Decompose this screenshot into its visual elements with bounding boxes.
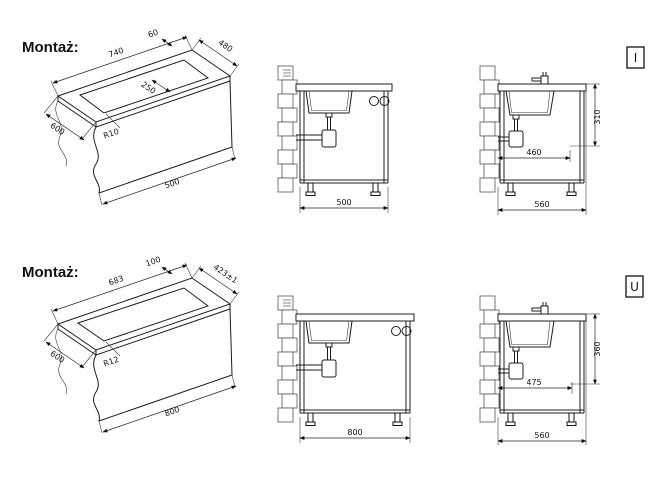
cabinet bbox=[299, 91, 389, 184]
dim-cabinet-width: 800 bbox=[347, 428, 362, 437]
wall-anchor-mark bbox=[283, 299, 291, 307]
side-section-view: 360 475 560 bbox=[479, 295, 602, 445]
countertop bbox=[295, 83, 393, 92]
dim-total-width: 560 bbox=[534, 431, 549, 440]
dim-left: 600 bbox=[49, 349, 67, 365]
montaz-label: Montaż: bbox=[22, 264, 79, 281]
dim-inner: 460 bbox=[526, 148, 541, 157]
wall-hatch bbox=[277, 295, 298, 423]
cabinet bbox=[499, 321, 585, 414]
dim-inner: 475 bbox=[526, 378, 541, 387]
type-letter-box: U bbox=[625, 275, 644, 298]
drain bbox=[325, 112, 333, 118]
sink-basin bbox=[505, 320, 555, 348]
dim-left: 600 bbox=[49, 121, 67, 137]
dim-depth: 360 bbox=[593, 341, 602, 356]
dim-width-edge: 423±1 bbox=[212, 263, 239, 286]
cabinet-leg bbox=[392, 412, 403, 426]
dim-rim: 100 bbox=[144, 255, 161, 268]
cabinet-leg bbox=[566, 182, 577, 196]
type-letter: I bbox=[634, 51, 638, 65]
cabinet bbox=[299, 321, 411, 414]
row-type-u: Montaż: U 683 100 423±1 R bbox=[22, 255, 644, 445]
siphon-trap bbox=[321, 359, 337, 378]
wall-hatch bbox=[479, 295, 500, 423]
front-section-view: 800 bbox=[277, 295, 415, 443]
cabinet-leg bbox=[370, 182, 381, 196]
cabinet bbox=[499, 91, 585, 184]
wall-anchor-mark bbox=[283, 69, 291, 77]
side-section-view: 310 460 560 bbox=[479, 65, 602, 215]
iso-drawing: 683 100 423±1 R12 600 800 bbox=[43, 255, 240, 434]
dim-back-edge: 740 bbox=[107, 46, 124, 59]
faucet bbox=[531, 72, 549, 85]
tap-hole bbox=[369, 96, 379, 106]
drain bbox=[512, 114, 520, 120]
faucet bbox=[531, 302, 549, 315]
drain bbox=[325, 342, 333, 348]
dim-width-edge: 480 bbox=[217, 38, 235, 54]
dim-bottom: 500 bbox=[163, 177, 180, 190]
countertop bbox=[497, 83, 587, 92]
type-letter-box: I bbox=[626, 46, 645, 69]
tap-hole bbox=[391, 326, 401, 336]
dim-back-edge: 683 bbox=[107, 274, 124, 287]
siphon-trap bbox=[321, 129, 337, 148]
cabinet-leg bbox=[505, 412, 516, 426]
countertop bbox=[295, 313, 415, 322]
drain bbox=[512, 346, 520, 352]
dim-depth: 310 bbox=[593, 109, 602, 124]
montaz-label: Montaż: bbox=[22, 39, 79, 56]
dim-rim: 60 bbox=[147, 28, 160, 40]
dim-bottom: 800 bbox=[163, 405, 180, 418]
cabinet-leg bbox=[566, 412, 577, 426]
siphon-trap bbox=[508, 362, 524, 380]
wall-hatch bbox=[277, 65, 298, 193]
type-letter: U bbox=[630, 280, 639, 294]
iso-drawing: 740 60 480 250 R10 600 500 bbox=[43, 28, 240, 206]
cabinet-leg bbox=[305, 412, 316, 426]
cabinet-leg bbox=[505, 182, 516, 196]
dim-cabinet-width: 500 bbox=[336, 198, 351, 207]
dim-total-width: 560 bbox=[534, 200, 549, 209]
sink-basin bbox=[505, 90, 555, 116]
siphon-trap bbox=[508, 130, 524, 148]
sink-basin bbox=[305, 90, 353, 114]
row-type-i: Montaż: I 740 60 480 bbox=[22, 28, 645, 215]
countertop bbox=[497, 313, 587, 322]
front-section-view: 500 bbox=[277, 65, 393, 213]
sink-basin bbox=[305, 320, 353, 344]
cabinet-leg bbox=[305, 182, 316, 196]
wall-hatch bbox=[479, 65, 500, 193]
